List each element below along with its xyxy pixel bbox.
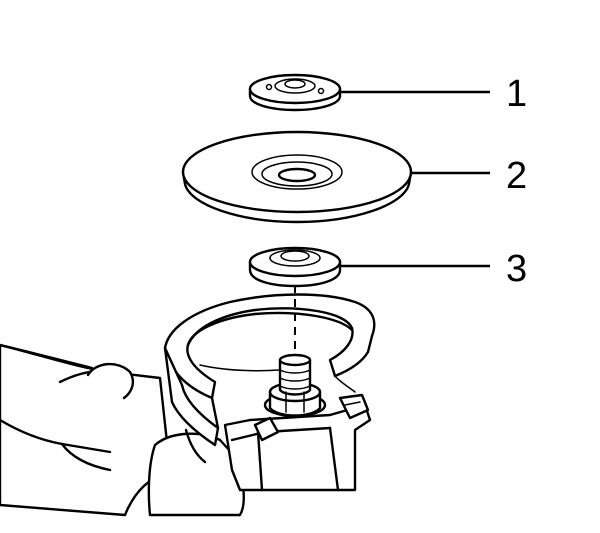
callout-number-1: 1 (506, 73, 527, 115)
lock-nut (248, 73, 342, 112)
callout-number-2: 2 (506, 155, 527, 197)
grinding-disc (181, 130, 413, 224)
wheel-guard (163, 293, 376, 447)
callout-number-3: 3 (506, 248, 527, 290)
grinder-body (0, 343, 245, 517)
spindle (263, 353, 327, 418)
gear-head (223, 393, 372, 492)
inner-flange (248, 246, 342, 288)
